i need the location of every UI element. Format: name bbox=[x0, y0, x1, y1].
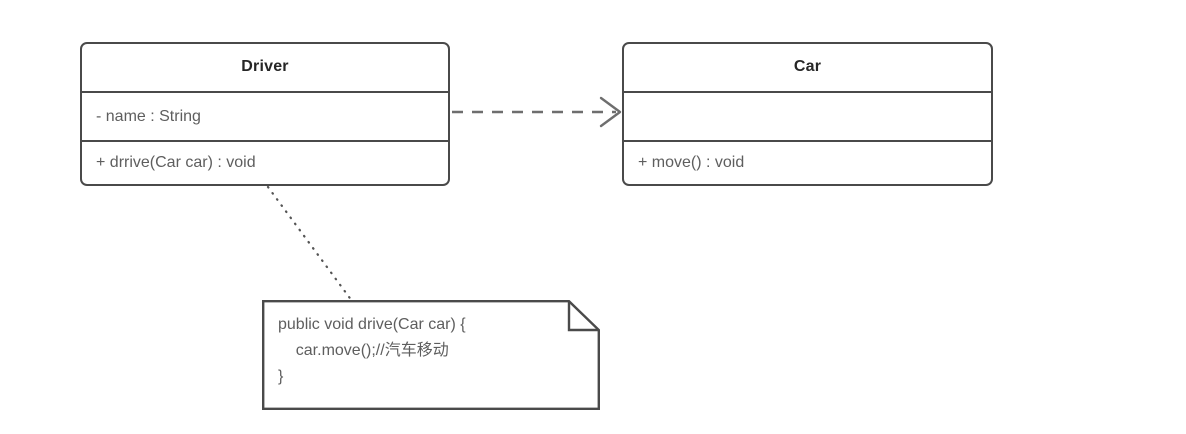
operation-row: + move() : void bbox=[638, 154, 745, 171]
class-name-car: Car bbox=[793, 58, 822, 75]
class-attributes-compartment bbox=[624, 91, 991, 140]
class-title-compartment: Driver bbox=[82, 44, 448, 91]
class-attributes-compartment: - name : String bbox=[82, 91, 448, 140]
class-title-compartment: Car bbox=[624, 44, 991, 91]
class-name-driver: Driver bbox=[241, 58, 289, 75]
class-operations-compartment: + move() : void bbox=[624, 140, 991, 184]
dependency-driver-to-car bbox=[452, 96, 622, 128]
note-outline bbox=[262, 300, 600, 410]
uml-note[interactable]: public void drive(Car car) { car.move();… bbox=[262, 300, 600, 410]
operation-row: + drrive(Car car) : void bbox=[96, 154, 256, 171]
attribute-row: - name : String bbox=[96, 108, 201, 125]
uml-class-driver[interactable]: Driver - name : String + drrive(Car car)… bbox=[80, 42, 450, 186]
class-operations-compartment: + drrive(Car car) : void bbox=[82, 140, 448, 184]
note-shape bbox=[262, 300, 600, 410]
uml-class-car[interactable]: Car + move() : void bbox=[622, 42, 993, 186]
dependency-arrowhead-icon bbox=[599, 96, 622, 128]
note-folded-corner-icon bbox=[567, 301, 599, 332]
note-anchor-line bbox=[266, 185, 354, 303]
